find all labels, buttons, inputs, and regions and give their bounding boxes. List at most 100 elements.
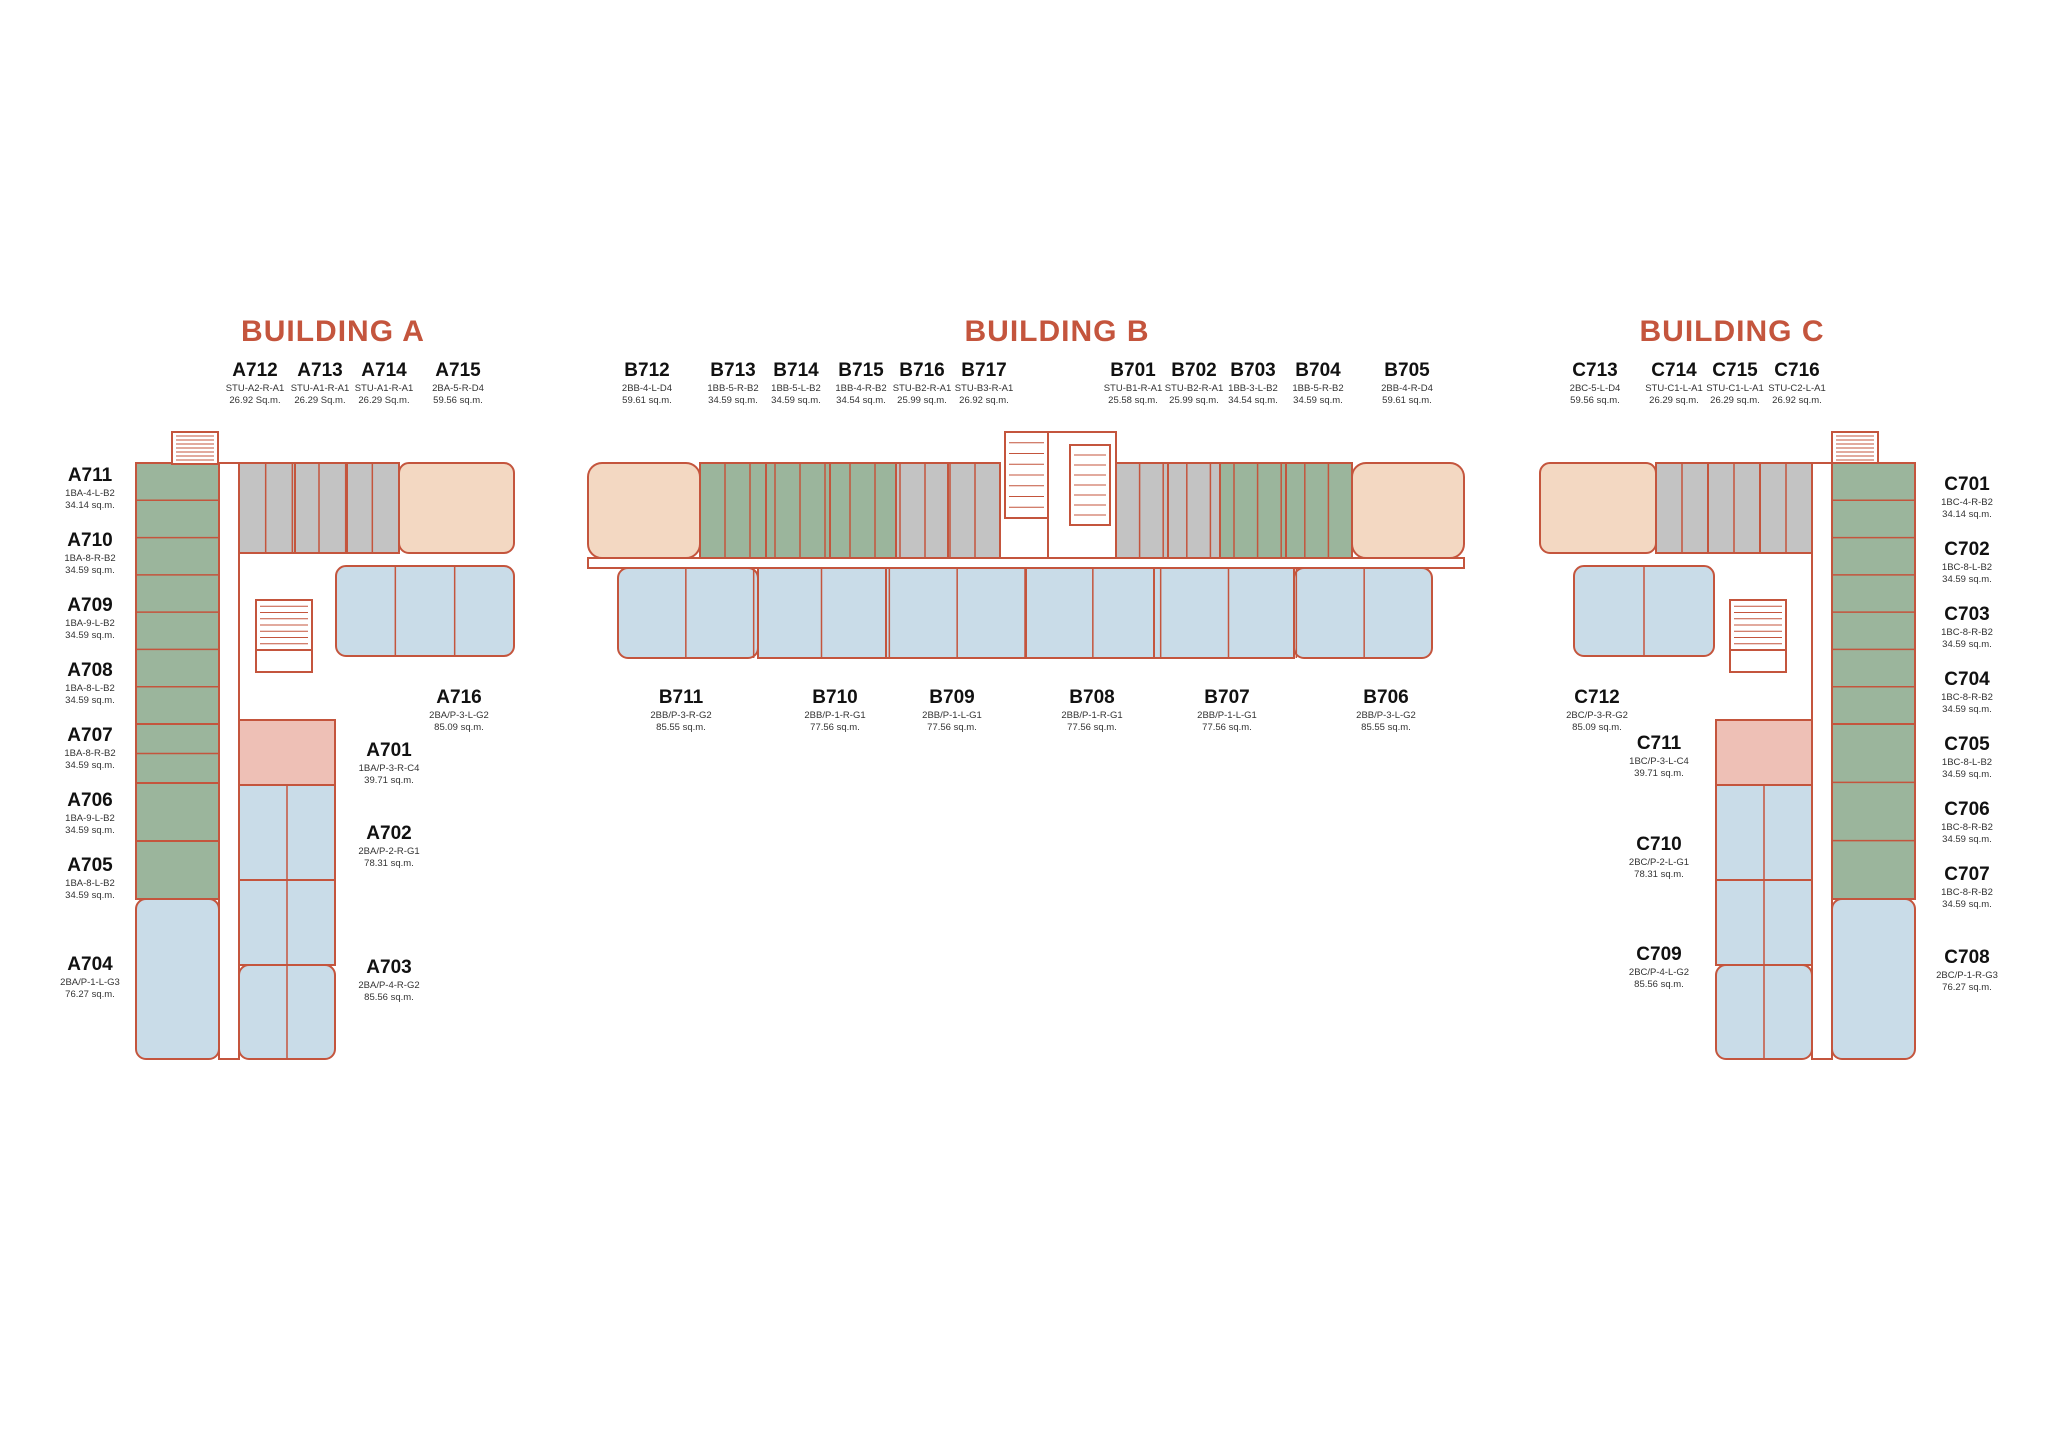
c-unit-peach (1539, 462, 1657, 554)
wing-c-east-green-2 (1831, 723, 1916, 900)
unit-area: 34.59 sq.m. (1942, 639, 1992, 650)
unit-type: 2BB/P-1-R-G1 (804, 710, 865, 721)
unit-area: 39.71 sq.m. (364, 775, 414, 786)
unit-type: 1BC/P-3-L-C4 (1629, 756, 1689, 767)
unit-area: 26.29 Sq.m. (358, 395, 409, 406)
unit-code: B716 (899, 360, 944, 381)
unit-area: 26.29 sq.m. (1649, 395, 1699, 406)
b-unit-blue (1293, 567, 1433, 659)
unit-area: 85.56 sq.m. (1634, 979, 1684, 990)
unit-code: A713 (297, 360, 342, 381)
unit-area: 85.09 sq.m. (1572, 722, 1622, 733)
unit-type: 2BC/P-1-R-G3 (1936, 970, 1998, 981)
unit-area: 34.14 sq.m. (65, 500, 115, 511)
unit-area: 34.59 sq.m. (1942, 769, 1992, 780)
unit-code: B715 (838, 360, 884, 381)
unit-area: 26.92 Sq.m. (229, 395, 280, 406)
unit-area: 85.55 sq.m. (1361, 722, 1411, 733)
wing-a-west-green-3 (135, 782, 220, 842)
unit-area: 34.59 sq.m. (771, 395, 821, 406)
unit-area: 59.61 sq.m. (622, 395, 672, 406)
unit-area: 85.55 sq.m. (656, 722, 706, 733)
unit-code: B706 (1363, 687, 1408, 708)
unit-code: A712 (232, 360, 277, 381)
unit-type: 1BC-8-L-B2 (1942, 562, 1992, 573)
unit-type: 1BC-8-R-B2 (1941, 692, 1993, 703)
unit-code: A705 (67, 855, 113, 876)
unit-area: 34.59 sq.m. (65, 565, 115, 576)
b-unit-blue (617, 567, 759, 659)
unit-type: 2BA/P-3-L-G2 (429, 710, 489, 721)
b-unit-green (1219, 462, 1287, 559)
unit-area: 85.56 sq.m. (364, 992, 414, 1003)
unit-type: 2BB/P-1-R-G1 (1061, 710, 1122, 721)
unit-area: 26.29 Sq.m. (294, 395, 345, 406)
unit-type: 1BB-5-R-B2 (707, 383, 758, 394)
a-unit-blue (335, 565, 515, 657)
unit-area: 34.59 sq.m. (65, 890, 115, 901)
unit-area: 25.99 sq.m. (1169, 395, 1219, 406)
a-unit-peach (398, 462, 515, 554)
unit-code: B702 (1171, 360, 1216, 381)
building-title: BUILDING B (965, 315, 1150, 348)
unit-area: 76.27 sq.m. (1942, 982, 1992, 993)
unit-type: STU-B3-R-A1 (955, 383, 1014, 394)
unit-type: 1BA-8-L-B2 (65, 683, 115, 694)
unit-code: C706 (1944, 799, 1989, 820)
b-unit-green (699, 462, 767, 559)
b-unit-blue (1153, 567, 1295, 659)
unit-code: C715 (1712, 360, 1758, 381)
unit-area: 77.56 sq.m. (810, 722, 860, 733)
unit-code: B701 (1110, 360, 1156, 381)
unit-code: C705 (1944, 734, 1990, 755)
unit-type: STU-A1-R-A1 (355, 383, 414, 394)
unit-type: 1BA-9-L-B2 (65, 813, 115, 824)
unit-type: 2BC/P-2-L-G1 (1629, 857, 1689, 868)
unit-area: 78.31 sq.m. (364, 858, 414, 869)
unit-code: A714 (361, 360, 407, 381)
a-corridor (218, 462, 240, 1060)
unit-type: 2BA/P-4-R-G2 (358, 980, 419, 991)
unit-area: 77.56 sq.m. (1067, 722, 1117, 733)
c-corridor (1811, 462, 1833, 1060)
b-corridor (587, 557, 1465, 569)
unit-area: 39.71 sq.m. (1634, 768, 1684, 779)
unit-code: C703 (1944, 604, 1989, 625)
b-unit-grey (947, 462, 1001, 559)
unit-area: 25.58 sq.m. (1108, 395, 1158, 406)
unit-type: STU-A1-R-A1 (291, 383, 350, 394)
unit-type: STU-B1-R-A1 (1104, 383, 1163, 394)
unit-area: 34.59 sq.m. (65, 630, 115, 641)
b-unit-blue (1025, 567, 1155, 659)
unit-code: B704 (1295, 360, 1341, 381)
unit-code: B711 (659, 687, 704, 708)
unit-area: 59.56 sq.m. (1570, 395, 1620, 406)
